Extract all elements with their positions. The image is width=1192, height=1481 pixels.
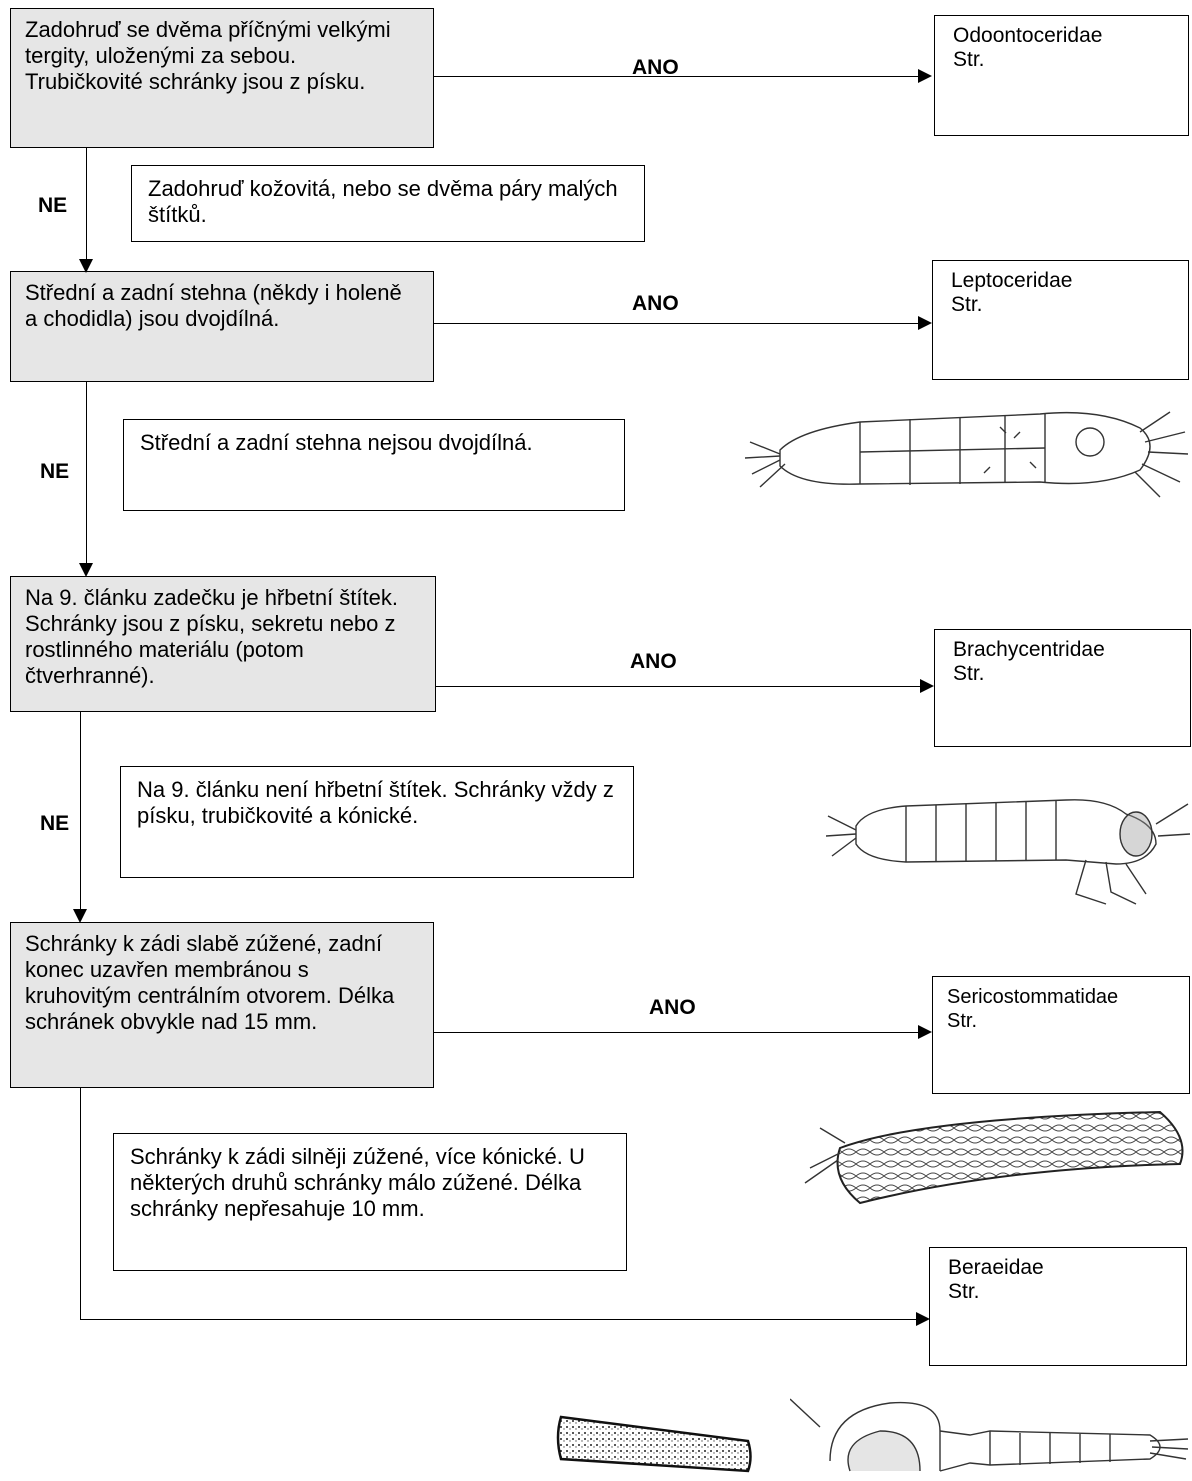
final-connector-vertical [80,1088,81,1320]
arrow-right-icon [920,679,934,693]
result-name-2: Leptoceridae [951,269,1170,293]
arrow-right-icon [918,69,932,83]
no-label-2: NE [40,460,69,484]
alternative-box-1: Zadohruď kožovitá, nebo se dvěma páry ma… [131,165,645,242]
result-ref-3: Str. [953,662,1172,686]
arrow-down-icon [73,909,87,923]
question-box-2: Střední a zadní stehna (někdy i holeně a… [10,271,434,382]
leptoceridae-larva-illustration [740,392,1192,502]
alternative-text-2: Střední a zadní stehna nejsou dvojdílná. [140,430,608,456]
result-ref-2: Str. [951,293,1170,317]
yes-connector-4 [434,1032,918,1033]
arrow-right-icon [918,316,932,330]
alternative-text-3: Na 9. článku není hřbetní štítek. Schrán… [137,777,617,829]
question-box-1: Zadohruď se dvěma příčnými velkými tergi… [10,8,434,148]
final-connector-horizontal [80,1319,918,1320]
arrow-right-icon [918,1025,932,1039]
question-text-2: Střední a zadní stehna (někdy i holeně a… [25,280,419,332]
alternative-text-4: Schránky k zádi silněji zúžené, více kón… [130,1144,610,1222]
result-ref-5: Str. [948,1280,1168,1304]
alternative-box-4: Schránky k zádi silněji zúžené, více kón… [113,1133,627,1271]
alternative-box-3: Na 9. článku není hřbetní štítek. Schrán… [120,766,634,878]
result-name-4: Sericostommatidae [947,985,1171,1009]
result-name-1: Odoontoceridae [953,24,1170,48]
no-connector-3 [80,712,81,910]
result-box-sericostommatidae: Sericostommatidae Str. [932,976,1190,1094]
result-name-5: Beraeidae [948,1256,1168,1280]
arrow-down-icon [79,259,93,273]
beraeidae-case-illustration [553,1413,758,1481]
beraeidae-larva-illustration [790,1391,1190,1481]
arrow-down-icon [79,563,93,577]
result-box-brachycentridae: Brachycentridae Str. [934,629,1191,747]
question-text-3: Na 9. článku zadečku je hřbetní štítek. … [25,585,421,689]
yes-label-1: ANO [632,56,679,80]
alternative-box-2: Střední a zadní stehna nejsou dvojdílná. [123,419,625,511]
yes-label-3: ANO [630,650,677,674]
yes-connector-3 [436,686,920,687]
yes-connector-2 [434,323,918,324]
result-box-beraeidae: Beraeidae Str. [929,1247,1187,1366]
no-label-3: NE [40,812,69,836]
brachycentridae-larva-illustration [826,764,1192,912]
result-name-3: Brachycentridae [953,638,1172,662]
no-connector-2 [86,382,87,565]
question-box-4: Schránky k zádi slabě zúžené, zadní kone… [10,922,434,1088]
result-ref-1: Str. [953,48,1170,72]
result-box-leptoceridae: Leptoceridae Str. [932,260,1189,380]
question-box-3: Na 9. článku zadečku je hřbetní štítek. … [10,576,436,712]
alternative-text-1: Zadohruď kožovitá, nebo se dvěma páry ma… [148,176,628,228]
yes-label-4: ANO [649,996,696,1020]
result-box-odoontoceridae: Odoontoceridae Str. [934,15,1189,136]
no-connector-1 [86,148,87,260]
yes-label-2: ANO [632,292,679,316]
sericostommatidae-case-illustration [800,1098,1192,1208]
arrow-right-icon [916,1312,930,1326]
question-text-4: Schránky k zádi slabě zúžené, zadní kone… [25,931,419,1035]
question-text-1: Zadohruď se dvěma příčnými velkými tergi… [25,17,419,95]
no-label-1: NE [38,194,67,218]
result-ref-4: Str. [947,1009,1171,1033]
